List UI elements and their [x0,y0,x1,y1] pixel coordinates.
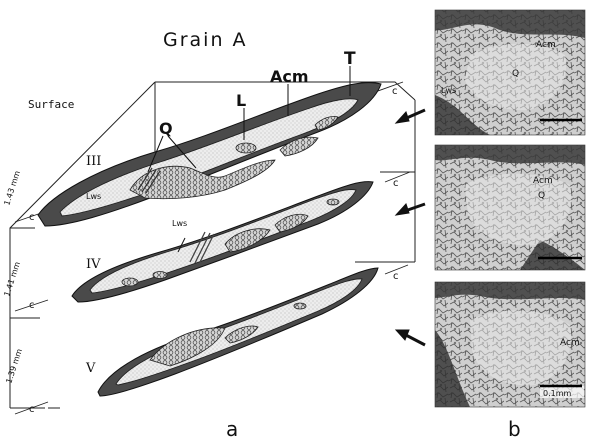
c-axis-label: c [393,178,399,189]
micro2-q: Q [538,191,545,201]
quartz-inclusion [327,199,339,205]
micrograph-1: Acm Q Lws [435,10,585,135]
c-axis-label: c [393,271,399,282]
label-acm: Acm [270,67,309,86]
micro1-acm: Acm [536,40,556,50]
label-t: T [344,49,356,69]
lws-label: Lws [86,192,101,201]
micro1-lws: Lws [441,86,456,95]
panel-a: Grain A c c c c c c Surface [2,29,415,441]
c-axis-label: c [392,86,398,97]
quartz-inclusion [236,143,256,153]
micro1-q: Q [512,69,519,79]
micro2-acm: Acm [533,176,553,186]
quartz-inclusion [122,278,138,286]
roman-iii: III [86,154,101,169]
quartz-inclusion [294,303,306,309]
roman-iv: IV [86,257,101,272]
micro3-scale: 0.1mm [543,389,572,398]
micro3-acm: Acm [560,338,580,348]
grain-title: Grain A [163,29,248,51]
surface-label: Surface [28,98,74,111]
depth-label-iv: 1.41 mm [2,260,22,297]
c-axis-label: c [29,300,35,311]
c-axis-label: c [29,212,35,223]
depth-label-iii: 1.43 mm [2,169,22,206]
pointer-arrows [396,110,425,345]
label-q: Q [159,119,173,138]
depth-label-v: 1.39 mm [4,347,24,384]
micrograph-3: Acm 0.1mm [435,282,585,407]
c-axis-label: c [29,404,35,415]
quartz-inclusion [153,272,167,279]
roman-v: V [85,361,96,376]
lws-label: Lws [172,219,187,228]
micrograph-2: Acm Q [435,145,585,270]
panel-b-letter: b [508,417,521,441]
label-l: L [236,91,246,110]
panel-b: Acm Q Lws Acm Q Acm 0.1mm b [435,10,585,441]
panel-a-letter: a [226,417,238,441]
